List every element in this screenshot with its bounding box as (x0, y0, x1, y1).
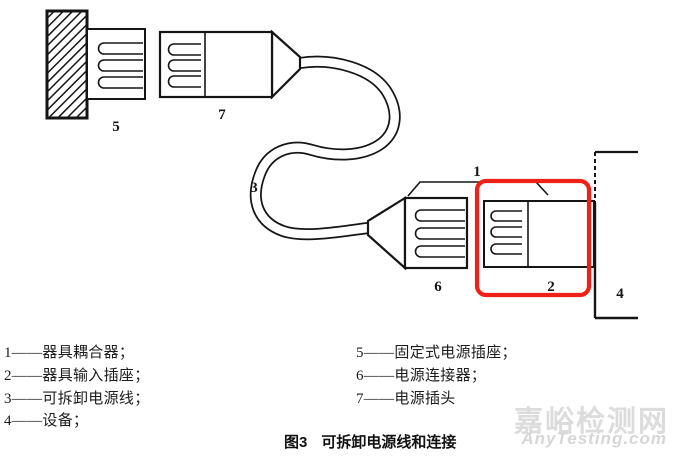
highlight-box (474, 178, 592, 298)
label-socket: 5 (112, 119, 120, 135)
legend-item-6: 6——电源连接器； (356, 368, 487, 384)
coupler-bracket (407, 181, 549, 197)
legend-item-2: 2——器具输入插座； (4, 368, 150, 384)
legend-item-7: 7——电源插头 (356, 391, 456, 407)
legend-item-5: 5——固定式电源插座； (356, 345, 517, 361)
power-connector (366, 196, 469, 271)
figure-number: 图3 (284, 434, 308, 451)
label-coupler: 1 (473, 164, 481, 180)
wall-hatch (45, 9, 89, 120)
label-cord: 3 (250, 180, 258, 196)
legend-item-4: 4——设备； (4, 413, 89, 429)
equipment-outline (593, 150, 638, 320)
watermark-chinese: 嘉峪检测网 (513, 406, 669, 438)
appliance-inlet (483, 200, 595, 268)
watermark-english: AnyTesting.com (521, 429, 667, 448)
legend-item-1: 1——器具耦合器； (4, 345, 135, 361)
power-cord (249, 55, 401, 241)
fixed-socket (45, 9, 146, 120)
figure-title: 可拆卸电源线和连接 (321, 434, 457, 451)
label-equipment: 4 (616, 286, 624, 302)
label-plug: 7 (218, 107, 226, 123)
power-cord-diagram: 5 3 7 6 (45, 9, 638, 320)
label-connector: 6 (434, 279, 442, 295)
figure-caption: 图3 可拆卸电源线和连接 (284, 431, 456, 452)
label-inlet: 2 (547, 279, 555, 295)
mains-plug (158, 29, 302, 100)
legend-item-3: 3——可拆卸电源线； (4, 391, 150, 407)
